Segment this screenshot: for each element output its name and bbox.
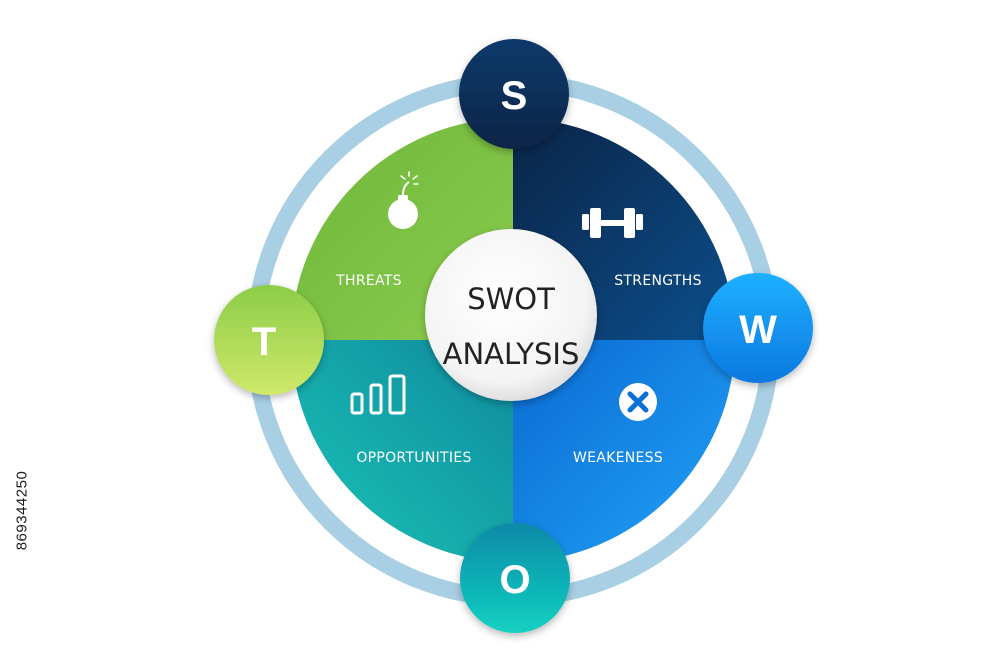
quadrant-weakness bbox=[513, 340, 735, 562]
label-weakness: WEAKENESS bbox=[573, 450, 663, 466]
badge-s: S bbox=[459, 39, 569, 149]
stock-id-text: 869344250 bbox=[13, 470, 31, 550]
badge-o-letter: O bbox=[499, 558, 530, 602]
badge-o: O bbox=[460, 523, 570, 633]
label-opportunities: OPPORTUNITIES bbox=[356, 450, 471, 466]
bomb-icon bbox=[388, 171, 419, 229]
center-title-line1: SWOT bbox=[467, 282, 555, 316]
badge-t: T bbox=[214, 285, 324, 395]
center-title-line2: ANALYSIS bbox=[443, 337, 580, 371]
quadrant-opportunities bbox=[291, 340, 513, 562]
badge-t-letter: T bbox=[252, 320, 276, 364]
close-circle-icon bbox=[619, 383, 657, 421]
badge-s-letter: S bbox=[501, 74, 528, 118]
badge-w: W bbox=[703, 273, 813, 383]
label-threats: THREATS bbox=[335, 273, 402, 289]
badge-w-letter: W bbox=[739, 308, 777, 352]
center-circle bbox=[425, 229, 597, 401]
stock-id: 869344250 bbox=[10, 420, 34, 600]
label-strengths: STRENGTHS bbox=[614, 273, 702, 289]
bar-chart-icon bbox=[350, 374, 406, 415]
dumbbell-icon bbox=[582, 208, 643, 238]
